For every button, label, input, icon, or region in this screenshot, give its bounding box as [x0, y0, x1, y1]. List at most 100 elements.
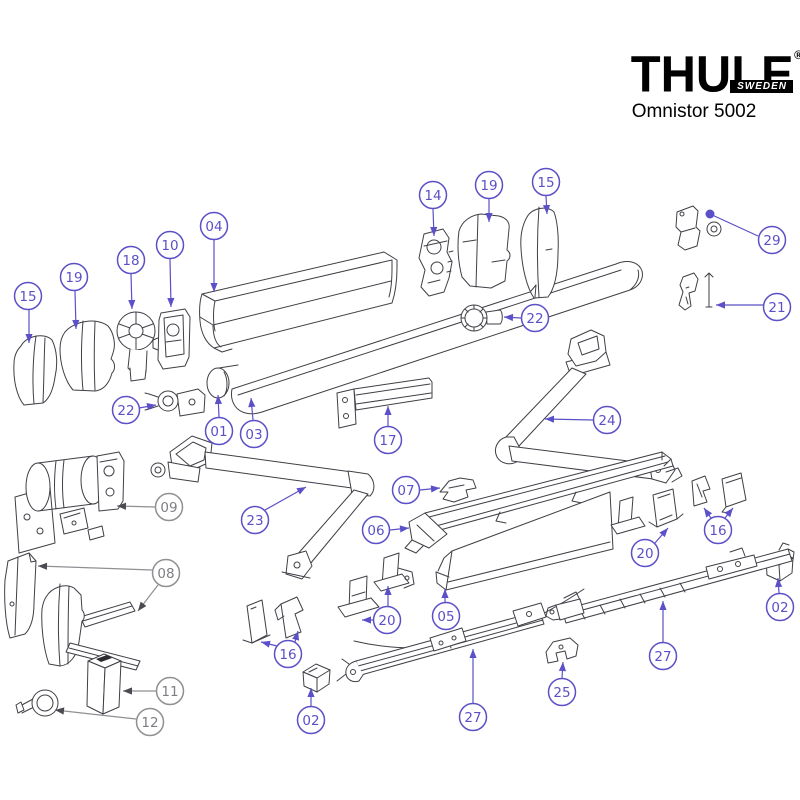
part-22-coupler-left-drawing — [144, 388, 206, 417]
callout-10: 10 — [155, 230, 185, 308]
part-07-clamp-drawing — [439, 477, 477, 503]
callout-22-right: 22 — [503, 303, 550, 333]
svg-text:01: 01 — [210, 424, 227, 440]
callout-25: 25 — [547, 661, 577, 707]
svg-text:19: 19 — [480, 178, 497, 194]
svg-text:29: 29 — [763, 233, 780, 249]
callout-03: 03 — [239, 397, 269, 449]
part-20-feet-middle-drawing — [337, 552, 415, 618]
svg-text:12: 12 — [141, 715, 158, 731]
callout-29: 29 — [705, 209, 787, 255]
svg-text:20: 20 — [378, 613, 395, 629]
part-05-front-panel-drawing — [435, 491, 614, 591]
callout-06: 06 — [361, 515, 410, 545]
svg-text:06: 06 — [367, 523, 384, 539]
callout-19-top: 19 — [474, 170, 504, 222]
svg-text:18: 18 — [122, 253, 139, 269]
svg-text:16: 16 — [709, 523, 726, 539]
part-23-spring-arm-left-drawing — [150, 435, 375, 580]
svg-text:09: 09 — [160, 500, 177, 516]
svg-text:27: 27 — [654, 649, 671, 665]
callout-12: 12 — [54, 707, 165, 737]
callout-15-left: 15 — [13, 281, 43, 343]
svg-text:19: 19 — [65, 270, 82, 286]
callout-09: 09 — [116, 492, 184, 522]
svg-text:22: 22 — [117, 403, 134, 419]
callout-24: 24 — [544, 405, 622, 435]
part-11-box-drawing — [86, 653, 122, 715]
callout-27-middle: 27 — [458, 649, 488, 732]
registered-mark: ® — [794, 48, 800, 62]
part-15-endcap-top-drawing — [520, 206, 559, 299]
part-02-cap-middle-drawing — [302, 663, 331, 693]
part-12-crank-knob-drawing — [15, 689, 59, 717]
part-03-fabric-drawing — [230, 261, 643, 415]
callout-02-middle: 02 — [296, 688, 326, 735]
callout-20-middle: 20 — [362, 586, 402, 635]
svg-text:24: 24 — [598, 413, 615, 429]
part-17-support-rail-drawing — [336, 377, 433, 429]
svg-text:17: 17 — [379, 433, 396, 449]
callout-17: 17 — [373, 406, 403, 455]
callout-27-right: 27 — [648, 601, 678, 671]
callout-22-left: 22 — [111, 395, 157, 425]
callout-01: 01 — [204, 394, 234, 446]
part-21-hook-pin-drawing — [678, 272, 714, 311]
svg-text:02: 02 — [771, 600, 788, 616]
callout-02-right: 02 — [765, 577, 795, 622]
svg-text:20: 20 — [636, 546, 653, 562]
callout-04: 04 — [199, 211, 229, 292]
svg-text:02: 02 — [302, 713, 319, 729]
callout-05: 05 — [431, 589, 461, 631]
svg-text:16: 16 — [279, 647, 296, 663]
part-25-bracket-drawing — [545, 637, 579, 664]
part-22-gear-right-drawing — [460, 304, 503, 332]
part-27-rafter-right-drawing — [545, 542, 795, 624]
svg-text:07: 07 — [397, 483, 414, 499]
svg-text:15: 15 — [537, 175, 554, 191]
callout-19-left: 19 — [59, 262, 89, 330]
part-19-cover-top-drawing — [457, 213, 511, 289]
part-29-bracket-drawing — [675, 205, 722, 251]
part-06-lead-rail-drawing — [404, 451, 674, 554]
part-27-rafter-middle-drawing — [336, 602, 547, 683]
callout-08: 08 — [37, 558, 181, 612]
part-10-gear-housing-drawing — [152, 308, 191, 370]
svg-text:25: 25 — [553, 685, 570, 701]
svg-text:03: 03 — [245, 427, 262, 443]
svg-text:08: 08 — [157, 566, 174, 582]
svg-text:15: 15 — [19, 289, 36, 305]
svg-text:14: 14 — [424, 188, 441, 204]
part-20-feet-right-drawing — [610, 488, 684, 535]
svg-text:04: 04 — [205, 219, 222, 235]
svg-text:21: 21 — [768, 300, 785, 316]
part-18-gear-wheel-drawing — [116, 311, 156, 382]
part-15-endcap-left-drawing — [13, 335, 58, 406]
part-16-caps-right-drawing — [691, 472, 747, 514]
part-19-endcap-left-drawing — [59, 320, 115, 392]
svg-text:22: 22 — [526, 311, 543, 327]
callout-18: 18 — [116, 245, 146, 310]
callout-20-right: 20 — [630, 527, 669, 568]
part-04-case-profile-drawing — [199, 251, 398, 353]
brand-country: SWEDEN — [730, 80, 793, 93]
brand-logo: THULE ® SWEDEN Omnistor 5002 — [606, 48, 800, 123]
part-16-caps-left-drawing — [242, 596, 304, 644]
callout-07: 07 — [391, 475, 441, 505]
part-09-motor-assembly-drawing — [14, 451, 125, 554]
callout-11: 11 — [123, 676, 185, 706]
product-model: Omnistor 5002 — [631, 101, 757, 122]
callout-14: 14 — [418, 180, 448, 237]
callout-16-right: 16 — [703, 507, 734, 545]
svg-text:05: 05 — [437, 609, 454, 625]
svg-text:27: 27 — [464, 710, 481, 726]
callout-16-left: 16 — [260, 630, 303, 669]
callout-21: 21 — [716, 292, 792, 322]
callout-23: 23 — [240, 486, 307, 535]
callout-15-top: 15 — [531, 167, 561, 215]
svg-text:11: 11 — [161, 684, 178, 700]
part-08-covers-drawing — [4, 552, 141, 671]
part-14-gear-mechanism-drawing — [418, 228, 454, 297]
